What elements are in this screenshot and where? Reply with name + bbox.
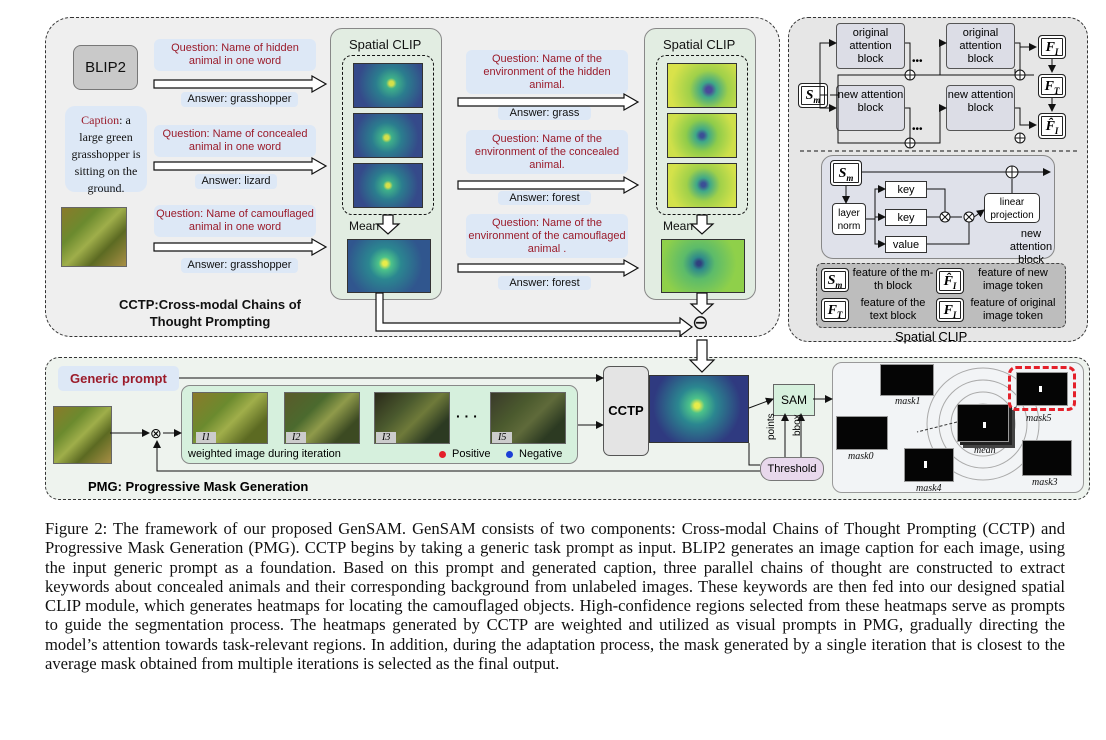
caption-prefix: Caption (81, 113, 120, 127)
linear-projection-box: linear projection (984, 193, 1040, 223)
positive-dot (439, 451, 446, 458)
cctp-title: CCTP:Cross-modal Chains of Thought Promp… (118, 297, 301, 329)
question-1: Question: Name of hidden animal in one w… (154, 39, 316, 71)
weighted-image-label: weighted image during iteration (188, 448, 341, 460)
legend-sm-icon: Sm (821, 268, 849, 292)
iteration-label-1: I1 (196, 432, 217, 443)
flow-arrows (110, 39, 1080, 472)
legend-ft-text: feature of the text block (860, 297, 926, 322)
answer-6: Answer: forest (498, 276, 591, 290)
cctp-box: CCTP (603, 366, 649, 456)
legend-fi-text: feature of original image token (970, 297, 1056, 322)
sm-symbol-inner: Sm (830, 160, 862, 186)
pmg-input-image (53, 406, 112, 464)
threshold-box: Threshold (760, 457, 824, 481)
answer-3: Answer: grasshopper (181, 258, 298, 273)
heatmap-2a (667, 63, 737, 108)
new-attention-block-2: new attention block (946, 85, 1015, 131)
spatial-clip-label-1: Spatial CLIP (349, 37, 422, 52)
mask-1 (880, 364, 934, 396)
caption-bubble: Caption: a large green grasshopper is si… (65, 106, 147, 195)
mask-4-label: mask4 (916, 483, 942, 494)
iteration-label-5: I5 (492, 432, 513, 443)
mask-mean-label: mean (974, 445, 996, 456)
answer-5: Answer: forest (498, 191, 591, 205)
heatmap-1c (353, 163, 423, 208)
mean-label-2: Mean (663, 219, 694, 233)
dots-bottom: ••• (912, 124, 923, 135)
pmg-heatmap (649, 375, 749, 443)
ft-symbol-top: FT (1038, 74, 1066, 98)
figure-caption: Figure 2: The framework of our proposed … (45, 519, 1065, 674)
fi-symbol-top: FI (1038, 35, 1066, 59)
question-2: Question: Name of concealed animal in on… (154, 125, 316, 157)
multiply-icon: ⊗ (150, 425, 162, 441)
heatmap-1b (353, 113, 423, 158)
question-6: Question: Name of the environment of the… (466, 214, 628, 258)
heatmap-mean-1 (347, 239, 431, 293)
legend-fi-icon: FI (936, 298, 964, 322)
legend-ft-icon: FT (821, 298, 849, 322)
mask-0-label: mask0 (848, 451, 874, 462)
mask-0 (836, 416, 888, 450)
iteration-label-3: I3 (376, 432, 397, 443)
question-5: Question: Name of the environment of the… (466, 130, 628, 174)
mask-5 (1016, 372, 1068, 406)
mean-label-1: Mean (349, 219, 380, 233)
input-image (61, 207, 127, 267)
question-4: Question: Name of the environment of the… (466, 50, 628, 94)
pmg-title: PMG: Progressive Mask Generation (88, 479, 309, 494)
iteration-label-2: I2 (286, 432, 307, 443)
legend-fi-hat-text: feature of new image token (978, 267, 1048, 292)
mask-5-label: mask5 (1026, 413, 1052, 424)
answer-4: Answer: grass (498, 106, 591, 120)
mask-5-highlight (1008, 366, 1076, 411)
answer-2: Answer: lizard (195, 174, 277, 189)
mask-5-blob (1039, 386, 1042, 392)
fi-hat-symbol-top: F̂I (1038, 113, 1066, 139)
spatial-clip-detail-title: Spatial CLIP (895, 329, 968, 344)
caption-text: : a large green grasshopper is sitting o… (71, 113, 141, 195)
question-3: Question: Name of camouflaged animal in … (154, 205, 316, 237)
positive-label: Positive (452, 448, 491, 460)
negative-label: Negative (519, 448, 563, 460)
heatmap-2b (667, 113, 737, 158)
mask-4-blob (924, 461, 927, 468)
original-attention-block-1: original attention block (836, 23, 905, 69)
mask-4 (904, 448, 954, 482)
answer-1: Answer: grasshopper (181, 92, 298, 107)
dots-top: ••• (912, 56, 923, 67)
subtract-icon: ⊖ (692, 312, 709, 334)
heatmap-2c (667, 163, 737, 208)
legend-fi-hat-icon: F̂I (936, 268, 964, 294)
legend-sm-text: feature of the m-th block (852, 267, 934, 292)
mask-mean-blob (983, 422, 986, 428)
key-box-2: key (885, 209, 927, 226)
negative-dot (506, 451, 513, 458)
spatial-clip-label-2: Spatial CLIP (663, 37, 736, 52)
layer-norm-box: layer norm (832, 203, 866, 235)
iteration-image-3 (374, 392, 450, 444)
mask-1-label: mask1 (895, 396, 921, 407)
mask-3-label: mask3 (1032, 477, 1058, 488)
mask-3 (1022, 440, 1072, 476)
heatmap-1a (353, 63, 423, 108)
iteration-ellipsis: · · · (456, 408, 478, 424)
original-attention-block-2: original attention block (946, 23, 1015, 69)
blip2-box: BLIP2 (73, 45, 138, 90)
heatmap-mean-2 (661, 239, 745, 293)
generic-prompt-box: Generic prompt (58, 366, 179, 391)
